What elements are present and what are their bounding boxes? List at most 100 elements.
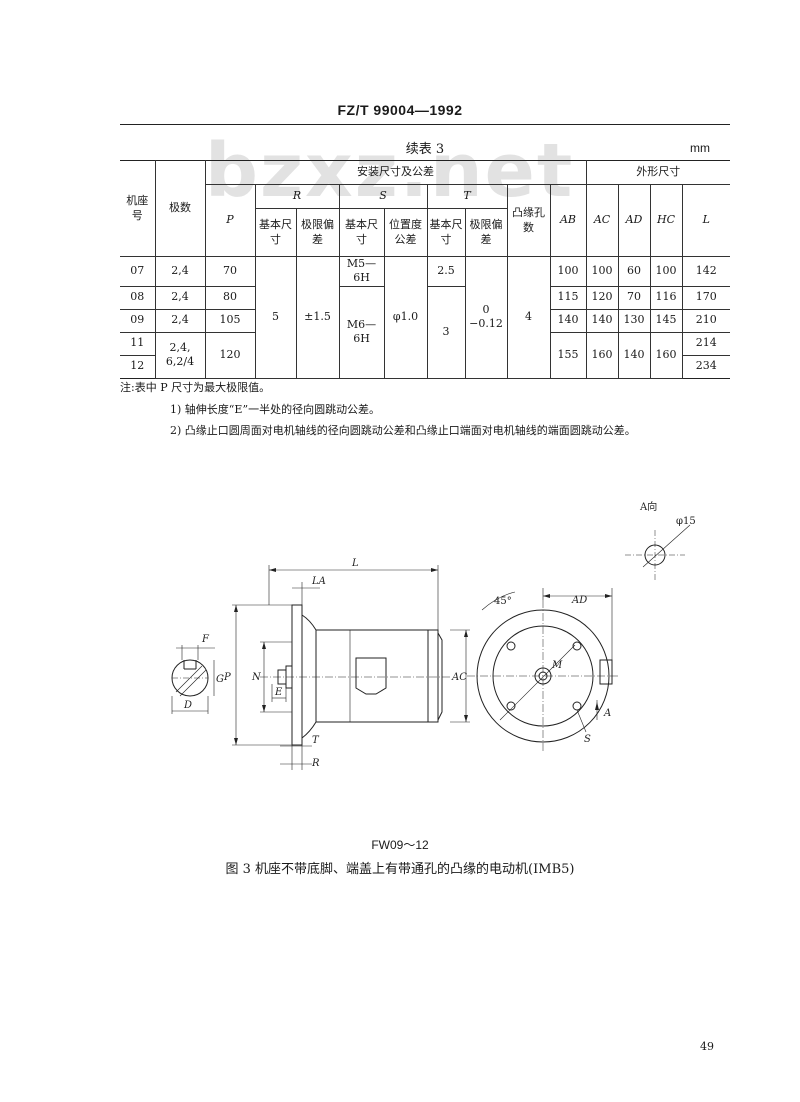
header-poles: 极数 [154,160,206,257]
T-dev-lower: −0.12 [469,317,503,331]
label-angle: 45° [494,596,512,607]
cell-AD: 130 [617,308,651,333]
header-HC: HC [649,184,683,257]
label-A: A [603,708,611,719]
notes-lead: 注:表中 P 尺寸为最大极限值。 [120,381,271,394]
table-row: 07 2,4 70 5 ±1.5 M5—6H φ1.0 2.5 0 −0.12 … [120,256,730,379]
cell-frame: 11 [120,331,156,356]
cell-poles: 2,4 [154,256,206,287]
header-holes: 凸缘孔数 [506,184,551,257]
label-hole-dia: φ15 [676,516,696,527]
cell-P: 70 [204,256,256,287]
cell-AD: 70 [617,285,651,310]
cell-S-pos: φ1.0 [383,256,428,379]
label-N: N [251,672,262,683]
cell-S-basic: M6—6H [338,285,385,379]
poles-line-1: 2,4, [169,340,191,354]
cell-L: 210 [681,308,730,333]
shaft-section [171,645,215,714]
header-R: R [254,184,340,209]
label-G: G [216,674,224,685]
header-R-dev: 极限偏差 [295,208,340,257]
header-AD: AD [617,184,651,257]
cell-AC: 120 [585,285,619,310]
cell-AD: 60 [617,256,651,287]
label-D: D [183,700,192,711]
cell-T-basic: 2.5 [426,256,466,287]
label-R: R [311,758,320,769]
cell-P: 80 [204,285,256,310]
table-row: 09 2,4 105 140 140 130 145 210 [120,308,730,333]
cell-AC: 160 [585,331,619,379]
table-caption: 续表 3 [405,142,445,157]
cell-L: 170 [681,285,730,310]
label-view-A: A向 [639,500,657,513]
cell-poles: 2,4 [154,285,206,310]
label-T: T [312,735,320,746]
label-M: M [551,660,563,671]
label-LA: LA [311,576,326,587]
cell-AC: 140 [585,308,619,333]
header-AB: AB [549,184,587,257]
motor-drawing: F G D P N E L LA T R AC AD M S A 45° A向 … [171,500,696,770]
cell-AD: 140 [617,331,651,379]
note-1: 1) 轴伸长度“E”一半处的径向圆跳动公差。 [170,403,381,416]
cell-HC: 100 [649,256,683,287]
label-E: E [274,687,283,698]
header-L: L [681,184,730,257]
header-outline-group: 外形尺寸 [585,160,730,185]
motor-side-view [232,565,470,770]
page-number: 49 [700,1040,714,1053]
motor-front-view [467,588,620,752]
cell-S-basic: M5—6H [338,256,385,287]
cell-HC: 145 [649,308,683,333]
table-row: 08 2,4 80 M6—6H 3 115 120 70 116 170 [120,285,730,379]
cell-poles: 2,4, 6,2/4 [154,331,206,379]
label-L: L [351,558,359,569]
table-row: 11 2,4, 6,2/4 120 155 160 140 160 214 [120,331,730,379]
header-T-dev: 极限偏差 [464,208,508,257]
cell-HC: 160 [649,331,683,379]
standard-number-header: FZ/T 99004—1992 [337,102,463,118]
cell-AB: 100 [549,256,587,287]
label-P: P [223,672,231,683]
dimension-table: 机座号 极数 安装尺寸及公差 外形尺寸 P R S T 凸缘孔数 AB AC A… [120,160,730,379]
cell-AC: 100 [585,256,619,287]
header-AC: AC [585,184,619,257]
view-A [625,524,691,582]
cell-frame: 12 [120,354,156,379]
header-S-pos: 位置度公差 [383,208,428,257]
header-P: P [204,184,256,257]
label-S: S [584,734,591,745]
cell-frame: 07 [120,256,156,287]
header-T-basic: 基本尺寸 [426,208,466,257]
figure-caption: 图 3 机座不带底脚、端盖上有带通孔的凸缘的电动机(IMB5) [225,862,575,877]
label-AD: AD [571,595,587,606]
table-row: 12 234 [120,354,730,379]
header-rule [120,124,730,125]
cell-AB: 155 [549,331,587,379]
header-frame: 机座号 [120,160,156,257]
cell-AB: 115 [549,285,587,310]
header-T: T [426,184,508,209]
label-AC: AC [451,672,467,683]
cell-T-basic: 3 [426,285,466,379]
header-S: S [338,184,428,209]
cell-P: 120 [204,331,256,379]
cell-HC: 116 [649,285,683,310]
table-unit: mm [690,141,710,155]
cell-holes: 4 [506,256,551,379]
cell-frame: 08 [120,285,156,310]
cell-L: 142 [681,256,730,287]
header-install-group: 安装尺寸及公差 [204,160,587,185]
cell-R-basic: 5 [254,256,297,379]
figure-code: FW09～12 [371,838,429,852]
cell-R-dev: ±1.5 [295,256,340,379]
cell-AB: 140 [549,308,587,333]
header-S-basic: 基本尺寸 [338,208,385,257]
cell-L: 234 [681,354,730,379]
cell-P: 105 [204,308,256,333]
cell-frame: 09 [120,308,156,333]
note-2: 2) 凸缘止口圆周面对电机轴线的径向圆跳动公差和凸缘止口端面对电机轴线的端面圆跳… [170,424,636,437]
T-dev-upper: 0 [482,303,490,316]
